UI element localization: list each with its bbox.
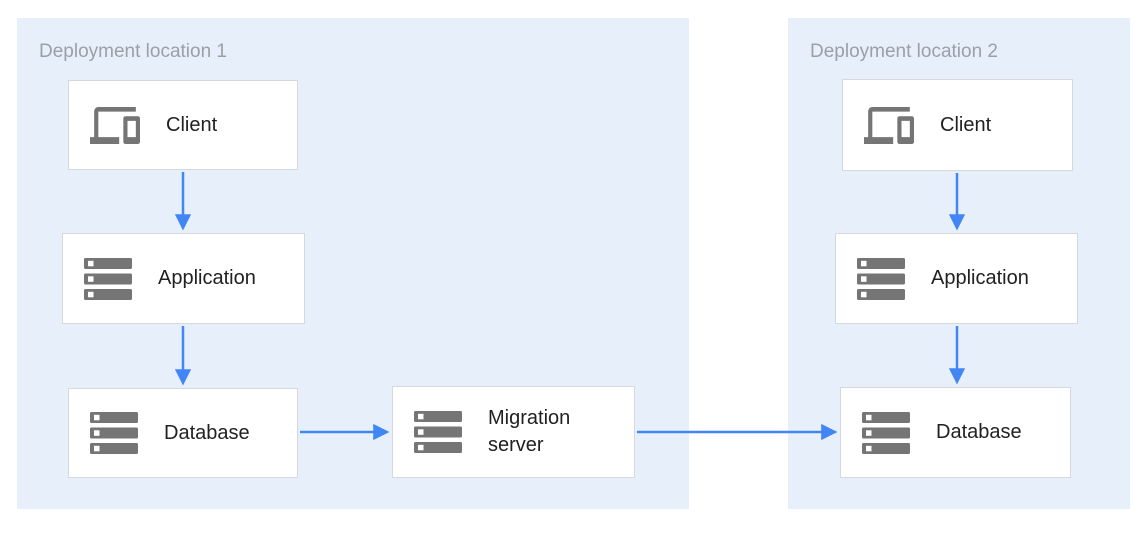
node-label: Client <box>940 113 992 136</box>
devices-icon <box>90 106 140 144</box>
region-2-label: Deployment location 2 <box>810 41 998 62</box>
servers-icon <box>414 411 462 453</box>
node-label: Application <box>931 267 1029 289</box>
node-label: Client <box>166 113 218 136</box>
node-application-2: Application <box>835 233 1078 324</box>
devices-icon <box>864 106 914 144</box>
servers-icon <box>90 412 138 454</box>
node-migration-server: Migration server <box>392 386 635 478</box>
deployment-location-1-region: Deployment location 1 Client App <box>17 18 689 509</box>
node-database-2: Database <box>840 387 1071 478</box>
servers-icon <box>857 257 905 300</box>
node-application-1: Application <box>62 233 305 324</box>
node-label: Migration server <box>488 407 571 456</box>
node-client-2: Client <box>842 79 1073 171</box>
region-1-label: Deployment location 1 <box>39 41 227 62</box>
node-database-1: Database <box>68 388 298 478</box>
node-label: Database <box>164 421 250 444</box>
node-label: Application <box>158 267 256 289</box>
deployment-location-2-region: Deployment location 2 Client App <box>788 18 1130 509</box>
node-client-1: Client <box>68 80 298 170</box>
servers-icon <box>84 257 132 300</box>
node-label: Database <box>936 421 1022 443</box>
servers-icon <box>862 411 910 454</box>
